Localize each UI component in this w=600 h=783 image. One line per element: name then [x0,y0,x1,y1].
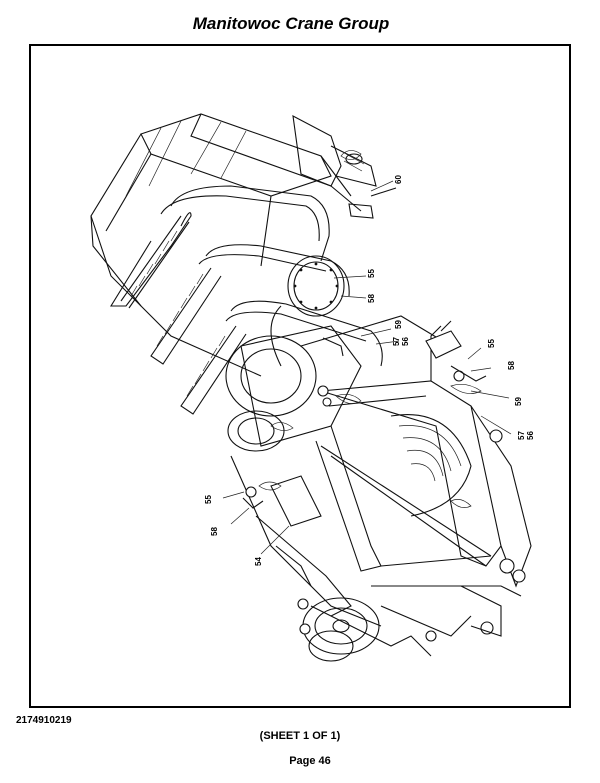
support-arches [110,185,383,415]
callout-55-left: 55 [204,495,213,504]
callout-56-upper: 56 [401,337,410,346]
sheet-indicator: (SHEET 1 OF 1) [259,730,341,742]
page-title: Manitowoc Crane Group [192,14,390,33]
document-number: 2174910219 [16,715,72,726]
callout-55-top: 55 [367,269,376,278]
callout-60: 60 [394,175,403,184]
callout-58-right: 58 [507,361,516,370]
callout-58-left: 58 [210,527,219,536]
callout-58-top: 58 [367,294,376,303]
callout-57-right: 57 [517,431,526,440]
callout-54: 54 [254,557,263,566]
callout-56-right: 56 [526,431,535,440]
page-number: Page 46 [289,755,331,767]
drawing-frame: 60 55 58 59 57 56 55 58 59 57 56 55 58 5… [29,44,571,708]
rear-bracket [292,115,397,219]
callout-labels: 60 55 58 59 57 56 55 58 59 57 56 55 58 5… [204,175,535,566]
callout-59-upper: 59 [394,320,403,329]
leader-lines [222,180,512,555]
counterweight-housing [90,113,352,377]
exploded-assembly-drawing: 60 55 58 59 57 56 55 58 59 57 56 55 58 5… [90,113,535,662]
winch-drum [225,315,472,627]
callout-59-right: 59 [514,397,523,406]
callout-57-upper: 57 [392,337,401,346]
pin-clips [242,150,487,509]
callout-55-right: 55 [487,339,496,348]
gantry-frame [315,320,532,597]
drum-flange [270,255,345,367]
sheave-assembly [255,475,502,662]
